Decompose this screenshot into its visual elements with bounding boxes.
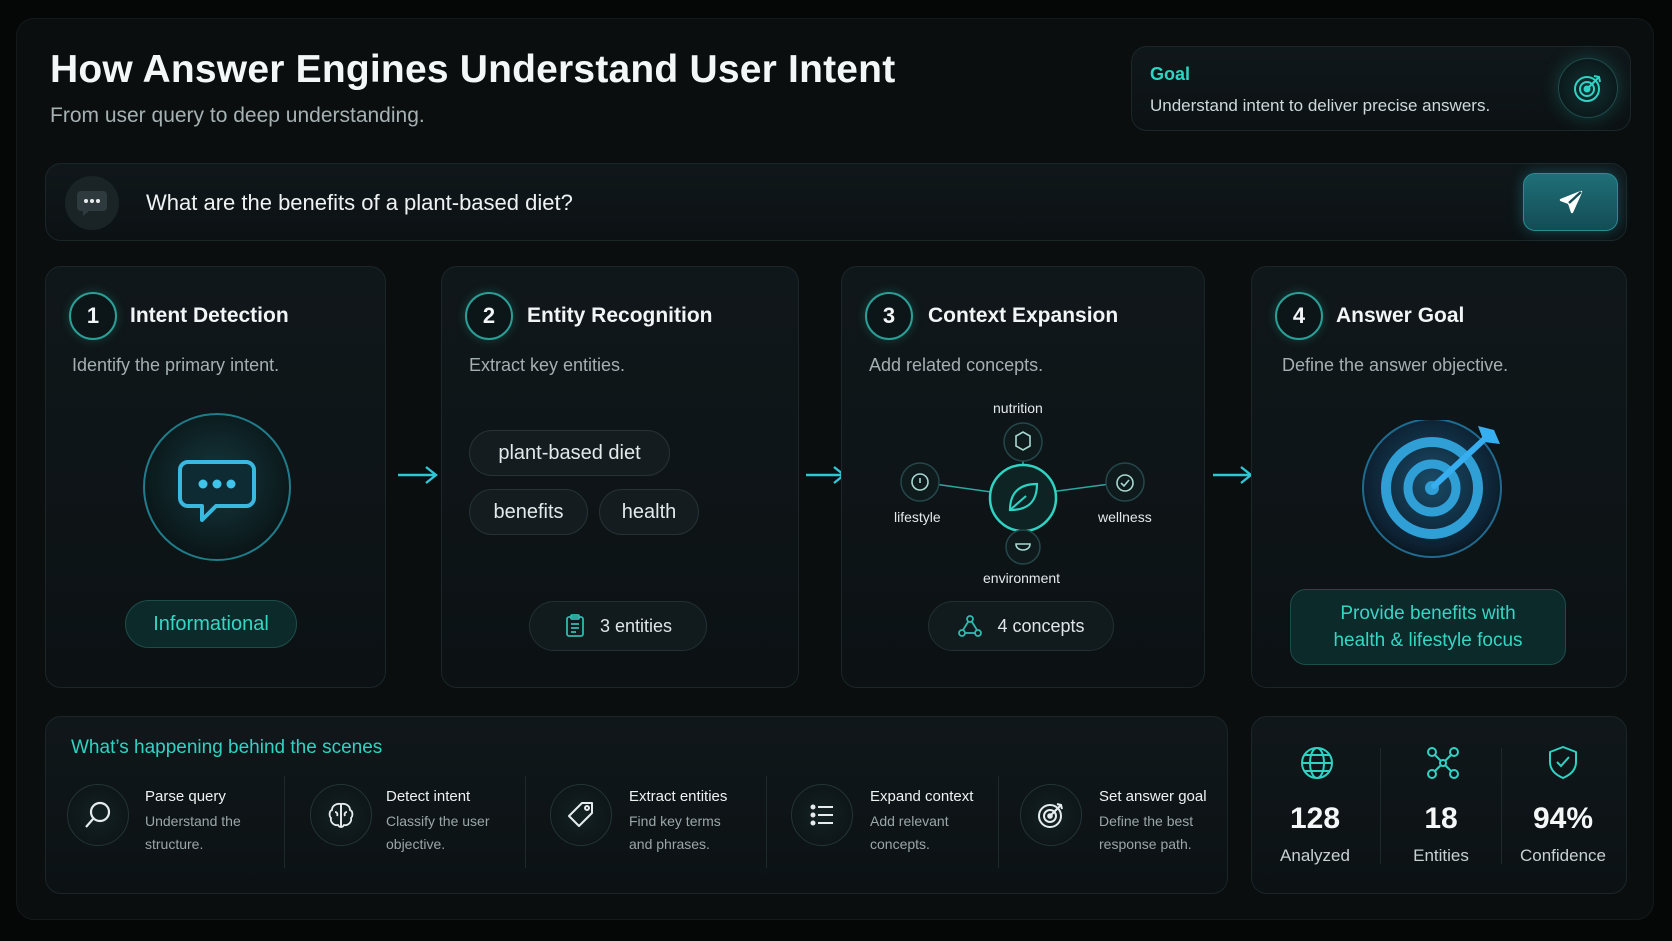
behind-item-desc: Define the best [1099,813,1194,829]
answer-goal-result: Provide benefits with health & lifestyle… [1290,589,1566,665]
step-number-2: 2 [465,292,513,340]
network-icon [1424,745,1462,786]
arrow-right-icon [1213,466,1253,484]
clipboard-icon [566,614,584,637]
behind-item-desc: Classify the user [386,813,490,829]
behind-item-desc: Find key terms [629,813,721,829]
leaf-icon [988,463,1058,533]
goal-text: Understand intent to deliver precise ans… [1150,96,1491,115]
behind-item-title: Detect intent [386,788,471,805]
divider [525,776,526,868]
stat-label-confidence: Confidence [1519,846,1606,865]
environment-icon [1005,529,1041,565]
concept-label-left: lifestyle [894,509,941,525]
concept-label-bottom: environment [983,570,1061,586]
concept-label-right: wellness [1098,509,1152,525]
step-title-2: Entity Recognition [527,304,713,327]
concept-count-badge: 4 concepts [928,601,1114,651]
target-icon [1360,418,1510,570]
shield-check-icon [1546,744,1580,785]
behind-item-desc: concepts. [870,836,930,852]
target-icon [1558,58,1618,118]
stat-value-confidence: 94% [1532,802,1594,835]
brain-icon [310,784,372,846]
chat-bubble-icon [140,410,294,564]
entity-count-text: 3 entities [599,615,673,636]
list-icon [791,784,853,846]
stat-label-analyzed: Analyzed [1280,846,1350,865]
network-icon [958,615,983,637]
concept-label-top: nutrition [993,400,1043,416]
behind-the-scenes-title: What’s happening behind the scenes [71,737,383,758]
divider [998,776,999,868]
stats-panel [1251,716,1627,894]
page-title: How Answer Engines Understand User Inten… [50,48,896,91]
entity-chip: health [599,489,699,535]
stat-value-entities: 18 [1424,802,1458,835]
search-icon [67,784,129,846]
behind-item-title: Set answer goal [1099,788,1207,805]
behind-item-desc: Add relevant [870,813,949,829]
behind-item-desc: Understand the [145,813,241,829]
chat-bubble-icon [65,176,119,230]
send-button[interactable] [1523,173,1618,231]
behind-item-desc: objective. [386,836,446,852]
concept-count-text: 4 concepts [997,615,1085,636]
behind-item-title: Parse query [145,788,226,805]
nutrition-icon [1003,422,1043,462]
divider [1501,748,1502,864]
stat-label-entities: Entities [1413,846,1469,865]
answer-goal-line-1: Provide benefits with [1340,603,1516,624]
behind-item-desc: and phrases. [629,836,710,852]
divider [284,776,285,868]
search-input[interactable]: What are the benefits of a plant-based d… [146,190,573,215]
lifestyle-icon [900,462,940,502]
send-icon [1559,190,1582,214]
page-subtitle: From user query to deep understanding. [50,104,425,127]
step-number-1: 1 [69,292,117,340]
divider [1380,748,1381,864]
behind-item-desc: structure. [145,836,204,852]
step-title-3: Context Expansion [928,304,1119,327]
tag-icon [550,784,612,846]
stat-value-analyzed: 128 [1289,802,1341,835]
entity-chip: benefits [469,489,588,535]
entity-chip: plant-based diet [469,430,670,476]
step-title-4: Answer Goal [1336,304,1465,327]
goal-card [1131,46,1631,131]
target-icon [1020,784,1082,846]
behind-item-desc: response path. [1099,836,1192,852]
step-desc-1: Identify the primary intent. [72,355,280,375]
concept-graph [900,422,1145,565]
behind-item-title: Expand context [870,788,974,805]
query-bar [45,163,1627,241]
wellness-icon [1105,462,1145,502]
step-number-4: 4 [1275,292,1323,340]
step-title-1: Intent Detection [130,304,289,327]
step-desc-2: Extract key entities. [469,355,626,375]
step-desc-4: Define the answer objective. [1282,355,1509,375]
step-desc-3: Add related concepts. [869,355,1044,375]
intent-result-badge: Informational [125,600,297,648]
divider [766,776,767,868]
globe-icon [1299,745,1335,786]
arrow-right-icon [398,466,438,484]
answer-goal-line-2: health & lifestyle focus [1333,630,1523,651]
behind-item-title: Extract entities [629,788,728,805]
entity-count-badge: 3 entities [529,601,707,651]
goal-label: Goal [1150,64,1191,84]
step-number-3: 3 [865,292,913,340]
